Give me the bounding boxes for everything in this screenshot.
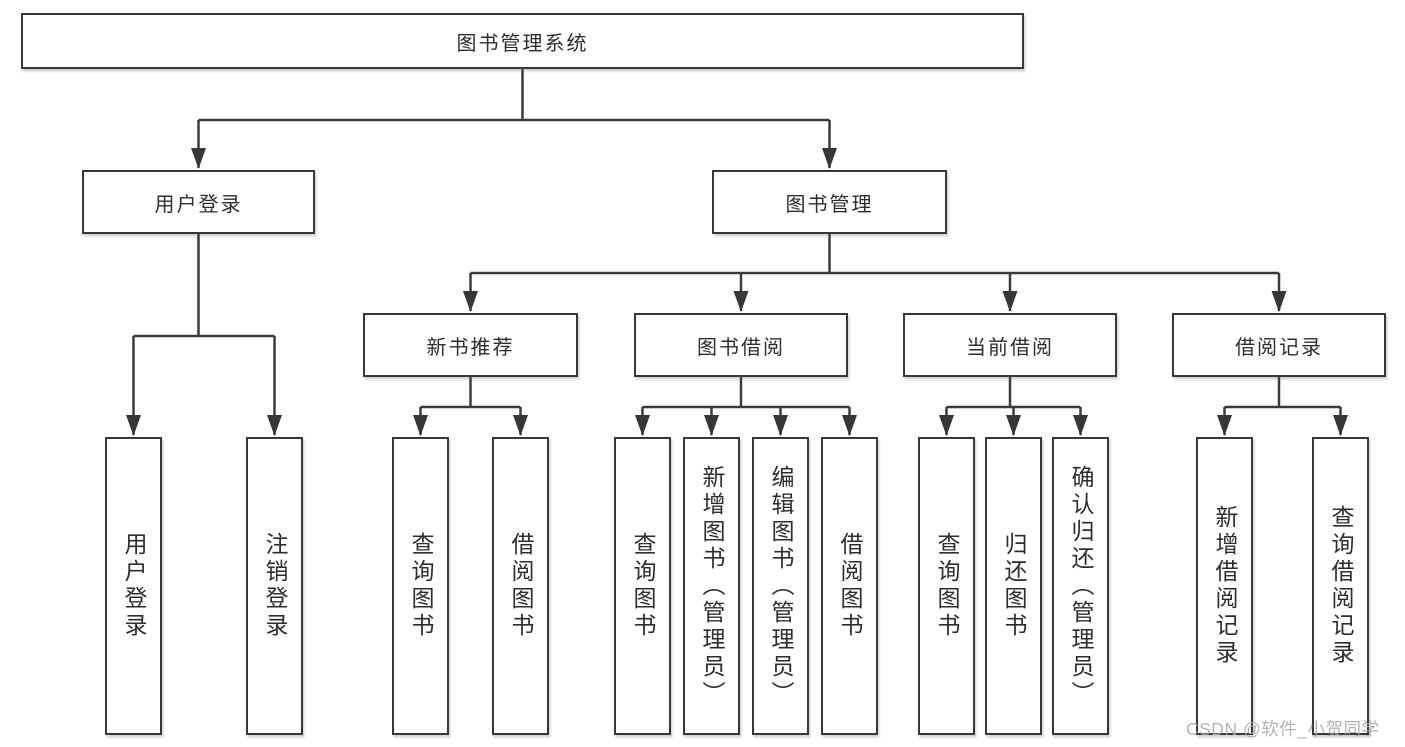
- node-search-books-current: 查询图书: [918, 437, 975, 735]
- watermark-text: CSDN @软件_小贺同学: [1186, 719, 1380, 739]
- node-confirm-return-admin: 确认归还（管理员）: [1052, 437, 1109, 735]
- node-search-borrow-record: 查询借阅记录: [1312, 437, 1369, 735]
- node-return-books: 归还图书: [985, 437, 1042, 735]
- node-search-books-borrow: 查询图书: [614, 437, 671, 735]
- node-new-book-recommend: 新书推荐: [363, 313, 578, 377]
- node-user-login: 用户登录: [82, 170, 315, 234]
- node-logout-leaf: 注销登录: [246, 437, 303, 735]
- node-borrowing-records: 借阅记录: [1172, 313, 1386, 377]
- node-borrow-books-recommend: 借阅图书: [492, 437, 549, 735]
- node-user-login-leaf: 用户登录: [105, 437, 162, 735]
- node-borrow-books-leaf: 借阅图书: [821, 437, 878, 735]
- node-edit-books-admin: 编辑图书（管理员）: [752, 437, 809, 735]
- node-add-books-admin: 新增图书（管理员）: [683, 437, 740, 735]
- node-current-borrowing: 当前借阅: [903, 313, 1117, 377]
- node-book-management: 图书管理: [712, 170, 947, 234]
- node-add-borrow-record: 新增借阅记录: [1196, 437, 1253, 735]
- node-book-borrowing: 图书借阅: [634, 313, 848, 377]
- node-library-management-system: 图书管理系统: [21, 13, 1024, 69]
- node-search-books-recommend: 查询图书: [392, 437, 449, 735]
